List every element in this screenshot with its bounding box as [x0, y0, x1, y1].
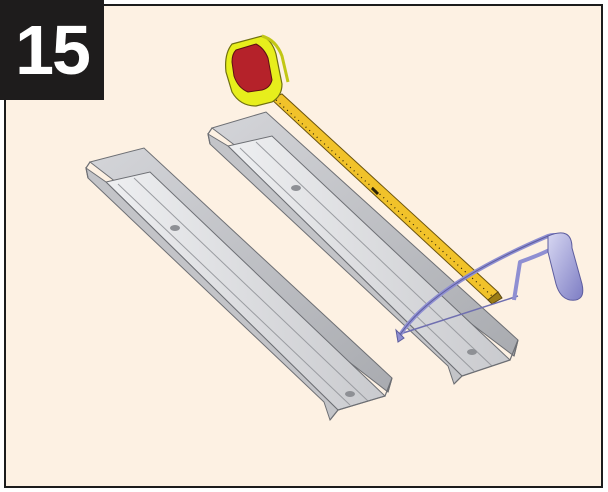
- steel-channel-right: [207, 111, 519, 385]
- tape-measure-icon: [225, 34, 503, 305]
- steel-channel-left: [85, 147, 393, 422]
- hacksaw-icon: [395, 232, 584, 343]
- step-number-badge: 15: [0, 0, 104, 100]
